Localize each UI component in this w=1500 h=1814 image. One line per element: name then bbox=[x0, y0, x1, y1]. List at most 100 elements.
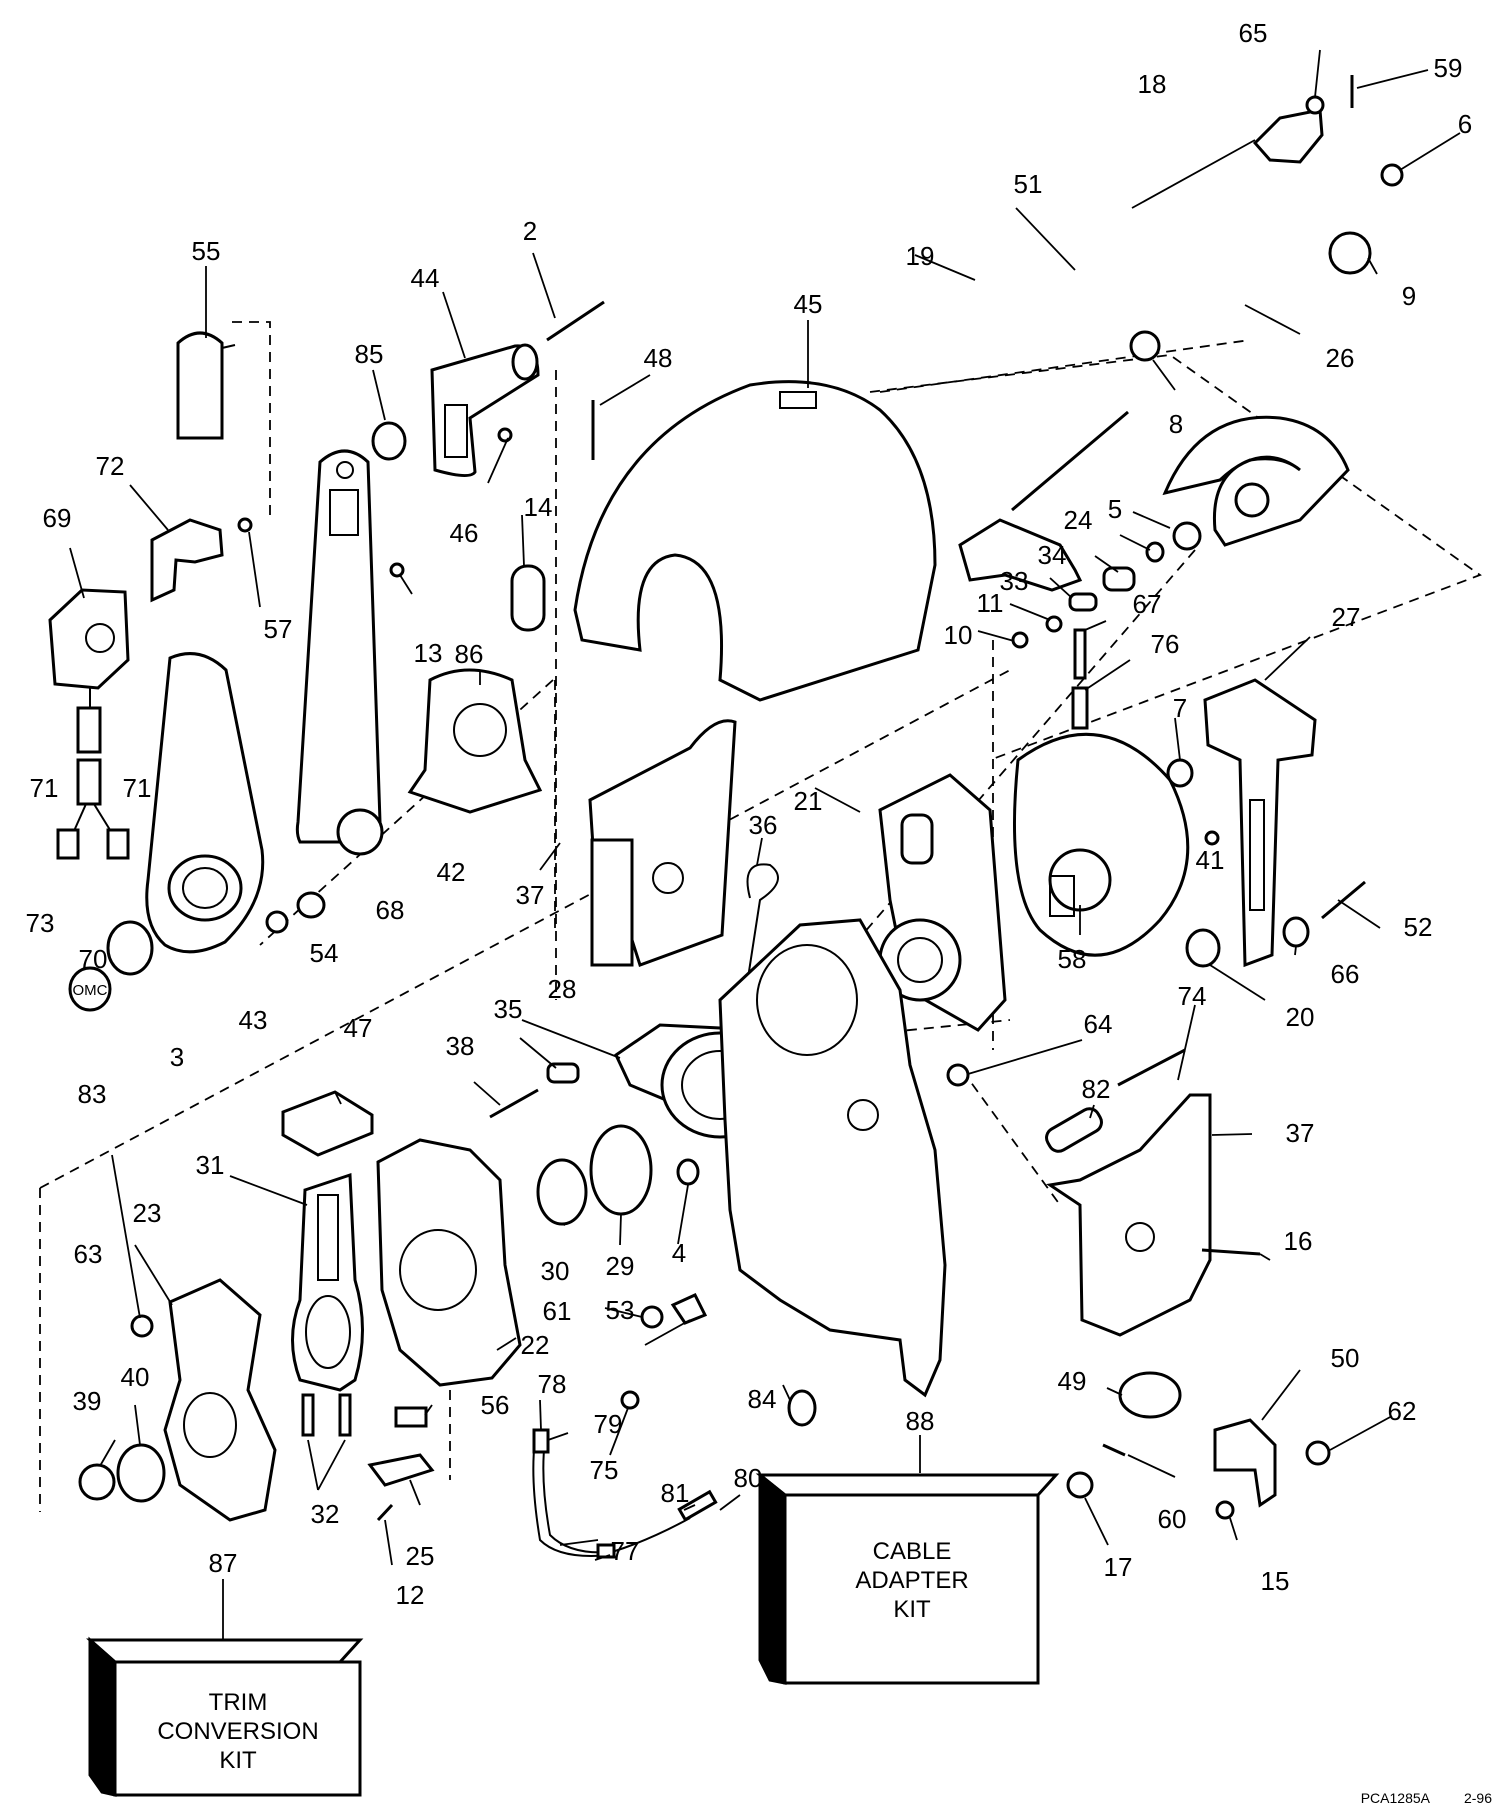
part-22-housing bbox=[376, 1138, 522, 1387]
callout: 31 bbox=[196, 1150, 225, 1180]
callout: 8 bbox=[1169, 409, 1183, 439]
callout: 55 bbox=[192, 236, 221, 266]
callout: 59 bbox=[1434, 53, 1463, 83]
part-13-screw bbox=[389, 562, 405, 578]
part-64-nut bbox=[946, 1063, 970, 1087]
callout: 80 bbox=[734, 1463, 763, 1493]
callout: 37 bbox=[1286, 1118, 1315, 1148]
callout: 49 bbox=[1058, 1366, 1087, 1396]
part-19-lever bbox=[958, 518, 1083, 592]
callout: 45 bbox=[794, 289, 823, 319]
callout: 44 bbox=[411, 263, 440, 293]
callout-labels: 2 3 4 5 6 7 8 9 10 11 12 13 14 15 16 17 … bbox=[26, 18, 1473, 1610]
part-76-spring bbox=[1071, 686, 1089, 730]
callout: 25 bbox=[406, 1541, 435, 1571]
callout: 39 bbox=[73, 1386, 102, 1416]
part-9-disc bbox=[1328, 231, 1372, 275]
callout: 34 bbox=[1038, 540, 1067, 570]
part-61-nut bbox=[640, 1305, 664, 1329]
callout: 32 bbox=[311, 1499, 340, 1529]
footer-code: PCA1285A 2-96 bbox=[1361, 1790, 1492, 1806]
part-40-ring bbox=[116, 1443, 166, 1503]
part-4-plug bbox=[676, 1158, 700, 1186]
part-69-switch bbox=[48, 588, 130, 860]
part-51-screw bbox=[1011, 410, 1129, 512]
part-11-washer bbox=[1045, 615, 1063, 633]
part-86-housing bbox=[407, 668, 543, 814]
callout: 18 bbox=[1138, 69, 1167, 99]
callout: 75 bbox=[590, 1455, 619, 1485]
trim-conversion-kit-line3: KIT bbox=[219, 1747, 257, 1774]
callout: 77 bbox=[611, 1536, 640, 1566]
callout: 70 bbox=[79, 944, 108, 974]
callout: 71 bbox=[123, 773, 152, 803]
part-68-washer bbox=[296, 891, 326, 919]
footer-date: 2-96 bbox=[1464, 1790, 1492, 1806]
callout: 3 bbox=[170, 1042, 184, 1072]
part-36-spring bbox=[739, 863, 779, 1031]
callout: 69 bbox=[43, 503, 72, 533]
part-39-clip bbox=[78, 1463, 116, 1501]
callout: 73 bbox=[26, 908, 55, 938]
callout: 71 bbox=[30, 773, 59, 803]
callout: 54 bbox=[310, 938, 339, 968]
callout: 20 bbox=[1286, 1002, 1315, 1032]
part-50-bracket bbox=[1213, 1418, 1277, 1508]
callout: 61 bbox=[543, 1296, 572, 1326]
callout: 11 bbox=[977, 588, 1004, 618]
part-52-screw bbox=[1321, 880, 1366, 920]
part-37-bracket-right bbox=[1046, 1093, 1212, 1337]
part-43-handle bbox=[145, 652, 265, 954]
part-5-ball bbox=[1172, 521, 1202, 551]
trim-conversion-kit-line1: TRIM bbox=[209, 1689, 268, 1716]
part-63-nut bbox=[130, 1314, 154, 1338]
callout: 24 bbox=[1064, 505, 1093, 535]
callout: 86 bbox=[455, 639, 484, 669]
part-24-washer bbox=[1145, 541, 1165, 563]
callout: 30 bbox=[541, 1256, 570, 1286]
part-47-pad bbox=[281, 1090, 374, 1157]
trim-conversion-kit-box: TRIM CONVERSION KIT bbox=[86, 1636, 364, 1797]
callout: 10 bbox=[944, 620, 973, 650]
callout: 62 bbox=[1388, 1396, 1417, 1426]
callout: 4 bbox=[672, 1238, 686, 1268]
part-62-nut bbox=[1305, 1440, 1331, 1466]
cable-adapter-kit-line3: KIT bbox=[893, 1596, 931, 1623]
callout: 84 bbox=[748, 1384, 777, 1414]
part-83-emblem: OMC bbox=[68, 966, 112, 1012]
callout: 41 bbox=[1196, 845, 1225, 875]
callout: 38 bbox=[446, 1031, 475, 1061]
callout: 17 bbox=[1104, 1552, 1133, 1582]
callout: 56 bbox=[481, 1390, 510, 1420]
leader-lines bbox=[69, 49, 1461, 1642]
callout: 13 bbox=[414, 638, 443, 668]
callout: 66 bbox=[1331, 959, 1360, 989]
part-23-base-plate bbox=[163, 1278, 277, 1522]
part-16-screw bbox=[1201, 1248, 1261, 1256]
trim-conversion-kit-line2: CONVERSION bbox=[157, 1718, 318, 1745]
part-15-screw bbox=[1215, 1500, 1235, 1520]
callout: 85 bbox=[355, 339, 384, 369]
callout: 26 bbox=[1326, 343, 1355, 373]
part-3-ring bbox=[106, 920, 154, 976]
part-30-ring bbox=[536, 1158, 588, 1226]
callout: 28 bbox=[548, 974, 577, 1004]
part-20-nut bbox=[1185, 928, 1221, 968]
callout: 87 bbox=[209, 1548, 238, 1578]
part-53-clip bbox=[670, 1293, 708, 1325]
callout: 78 bbox=[538, 1369, 567, 1399]
part-45-cover bbox=[573, 380, 937, 702]
callout: 14 bbox=[524, 492, 553, 522]
callout: 35 bbox=[494, 994, 523, 1024]
callout: 52 bbox=[1404, 912, 1433, 942]
callout: 57 bbox=[264, 614, 293, 644]
callout: 82 bbox=[1082, 1074, 1111, 1104]
callout: 68 bbox=[376, 895, 405, 925]
callout: 83 bbox=[78, 1079, 107, 1109]
part-29-cam bbox=[589, 1124, 653, 1216]
callout: 40 bbox=[121, 1362, 150, 1392]
callout: 63 bbox=[74, 1239, 103, 1269]
callout: 67 bbox=[1133, 589, 1162, 619]
part-60-pin bbox=[1102, 1443, 1126, 1457]
